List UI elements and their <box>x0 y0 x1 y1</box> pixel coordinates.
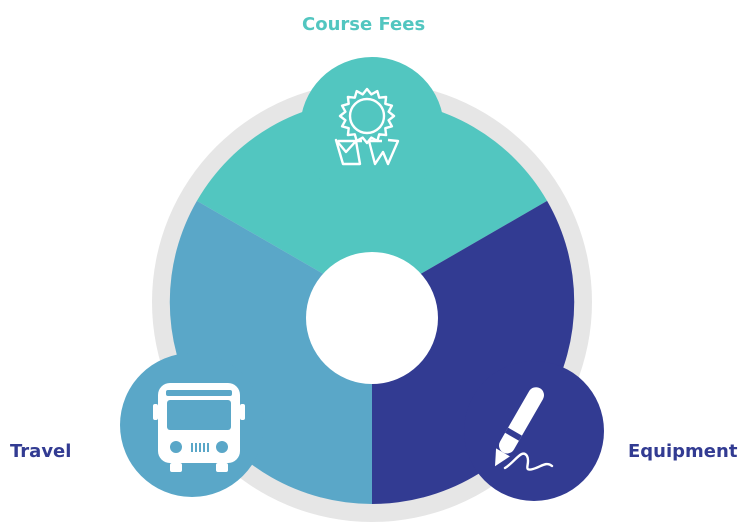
center-hole <box>306 252 438 384</box>
award-ribbon-icon <box>334 87 400 166</box>
label-travel: Travel <box>10 441 72 462</box>
label-course-fees: Course Fees <box>302 14 426 35</box>
bus-icon <box>153 383 245 472</box>
equipment-icon-circle <box>464 361 604 501</box>
label-equipment: Equipment <box>628 441 738 462</box>
pen-icon <box>495 387 554 471</box>
